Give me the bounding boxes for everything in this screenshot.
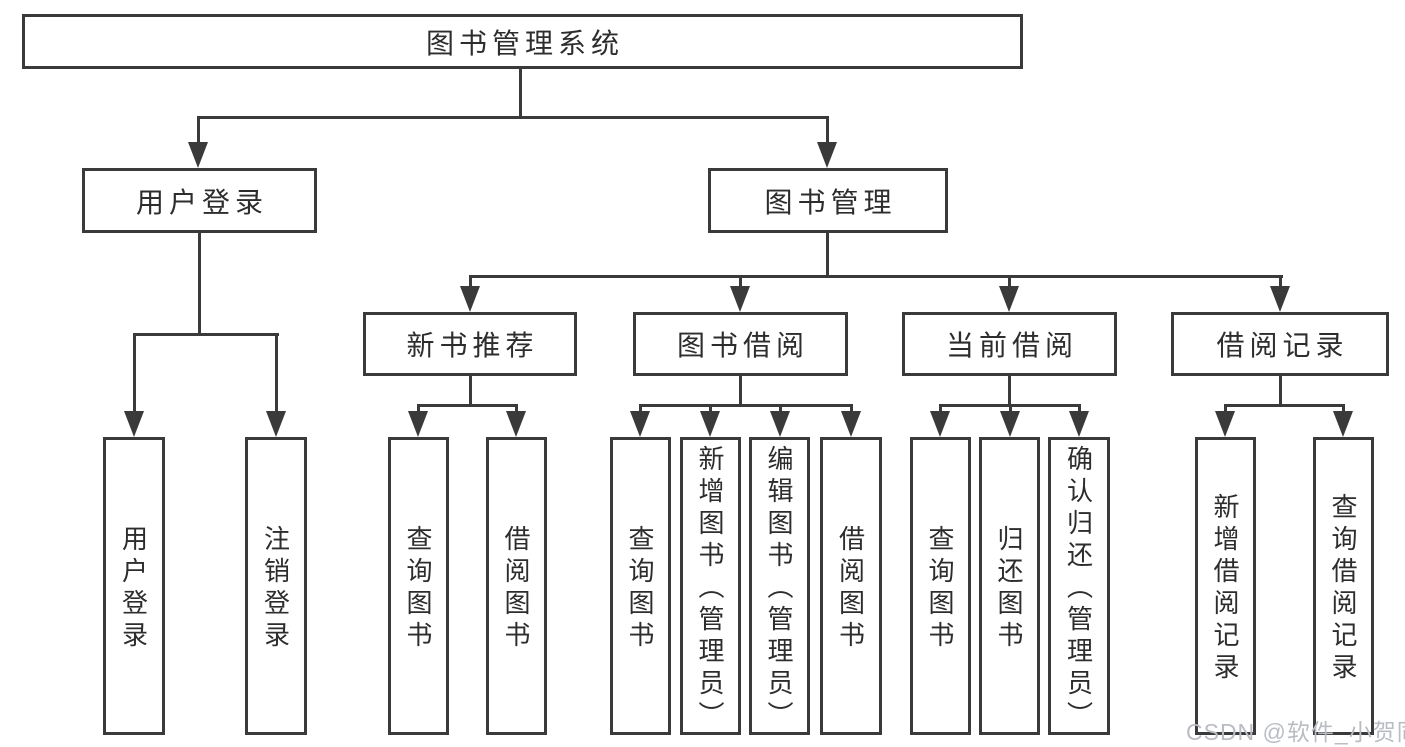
- leaf-add-books-admin-label: 新增图书（管理员）: [695, 445, 725, 733]
- connector-new-books-stub: [469, 376, 472, 407]
- leaf-add-borrow-record: 新增借阅记录: [1195, 437, 1256, 735]
- arrowhead-leaf: [841, 411, 861, 437]
- arrowhead-user-login: [188, 142, 208, 168]
- leaf-add-books-admin: 新增图书（管理员）: [680, 437, 741, 735]
- connector-current-borrow-stub: [1008, 376, 1011, 407]
- connector-level2-rail: [469, 275, 1283, 278]
- arrowhead-borrow-records: [1270, 286, 1290, 312]
- leaf-query-books-current-label: 查询图书: [925, 525, 955, 653]
- arrowhead-leaf: [770, 411, 790, 437]
- leaf-logout-label: 注销登录: [260, 525, 291, 653]
- node-new-books: 新书推荐: [363, 312, 577, 376]
- node-borrow-records-label: 借阅记录: [1216, 330, 1349, 361]
- arrowhead-leaf: [930, 411, 950, 437]
- leaf-return-books-label: 归还图书: [994, 525, 1024, 653]
- csdn-watermark: CSDN @软件_小贺同学: [1186, 719, 1405, 745]
- node-borrow-records: 借阅记录: [1171, 312, 1389, 376]
- arrowhead-leaf: [1069, 411, 1089, 437]
- leaf-borrow-books-newbooks-label: 借阅图书: [501, 525, 531, 653]
- node-current-borrow-label: 当前借阅: [945, 330, 1078, 361]
- arrowhead-leaf: [506, 411, 526, 437]
- leaf-borrow-books-label: 借阅图书: [835, 525, 866, 653]
- connector-level1-rail: [197, 116, 829, 119]
- arrowhead-book-borrow: [730, 286, 750, 312]
- connector-book-borrow-stub: [739, 376, 742, 407]
- connector-book-mgmt-stub: [826, 233, 829, 277]
- leaf-query-borrow-record-label: 查询借阅记录: [1328, 493, 1358, 685]
- leaf-query-books-borrow: 查询图书: [610, 437, 671, 735]
- leaf-query-books-newbooks: 查询图书: [388, 437, 449, 735]
- arrowhead-leaf: [408, 411, 428, 437]
- leaf-borrow-books-newbooks: 借阅图书: [486, 437, 547, 735]
- connector-borrow-records-stub: [1279, 376, 1282, 407]
- connector-book-borrow-rail: [639, 404, 853, 407]
- connector-to-borrow-records: [1279, 275, 1282, 289]
- arrowhead-leaf: [700, 411, 720, 437]
- node-new-books-label: 新书推荐: [406, 330, 539, 361]
- connector-to-book-borrow: [739, 275, 742, 289]
- leaf-confirm-return-admin-label: 确认归还（管理员）: [1063, 445, 1094, 733]
- arrowhead-leaf: [1215, 411, 1235, 437]
- connector-root-stub: [519, 69, 522, 118]
- node-book-borrow-label: 图书借阅: [676, 330, 809, 361]
- connector-user-login-stub: [198, 233, 201, 335]
- node-book-borrow: 图书借阅: [633, 312, 848, 376]
- leaf-edit-books-admin: 编辑图书（管理员）: [749, 437, 810, 735]
- leaf-query-books-current: 查询图书: [910, 437, 971, 735]
- leaf-query-borrow-record: 查询借阅记录: [1313, 437, 1374, 735]
- node-user-login: 用户登录: [82, 168, 317, 233]
- arrowhead-book-mgmt: [817, 142, 837, 168]
- leaf-add-borrow-record-label: 新增借阅记录: [1210, 493, 1240, 685]
- connector-new-books-rail: [417, 404, 518, 407]
- node-user-login-label: 用户登录: [135, 186, 268, 218]
- arrowhead-leaf: [1333, 411, 1353, 437]
- arrowhead-new-books: [460, 286, 480, 312]
- arrowhead-current-borrow: [999, 286, 1019, 312]
- connector-to-logout-leaf: [275, 333, 278, 413]
- arrowhead-login-leaf: [124, 411, 144, 437]
- leaf-user-login: 用户登录: [103, 437, 165, 735]
- leaf-borrow-books: 借阅图书: [820, 437, 882, 735]
- connector-to-current-borrow: [1008, 275, 1011, 289]
- leaf-user-login-label: 用户登录: [118, 525, 149, 653]
- connector-to-new-books: [469, 275, 472, 289]
- connector-to-book-mgmt: [826, 116, 829, 146]
- node-book-mgmt: 图书管理: [708, 168, 948, 233]
- leaf-query-books-borrow-label: 查询图书: [625, 525, 655, 653]
- leaf-query-books-newbooks-label: 查询图书: [403, 525, 433, 653]
- connector-borrow-records-rail: [1224, 404, 1345, 407]
- leaf-confirm-return-admin: 确认归还（管理员）: [1048, 437, 1110, 735]
- node-book-mgmt-label: 图书管理: [764, 186, 897, 218]
- connector-to-login-leaf: [133, 333, 136, 413]
- leaf-return-books: 归还图书: [979, 437, 1040, 735]
- leaf-logout: 注销登录: [245, 437, 307, 735]
- node-library-system-label: 图书管理系统: [425, 27, 624, 59]
- arrowhead-leaf: [630, 411, 650, 437]
- leaf-edit-books-admin-label: 编辑图书（管理员）: [764, 445, 794, 733]
- node-current-borrow: 当前借阅: [902, 312, 1117, 376]
- connector-to-user-login: [197, 116, 200, 146]
- arrowhead-leaf: [1000, 411, 1020, 437]
- connector-user-login-rail: [133, 333, 279, 336]
- arrowhead-logout-leaf: [266, 411, 286, 437]
- node-library-system: 图书管理系统: [22, 14, 1023, 69]
